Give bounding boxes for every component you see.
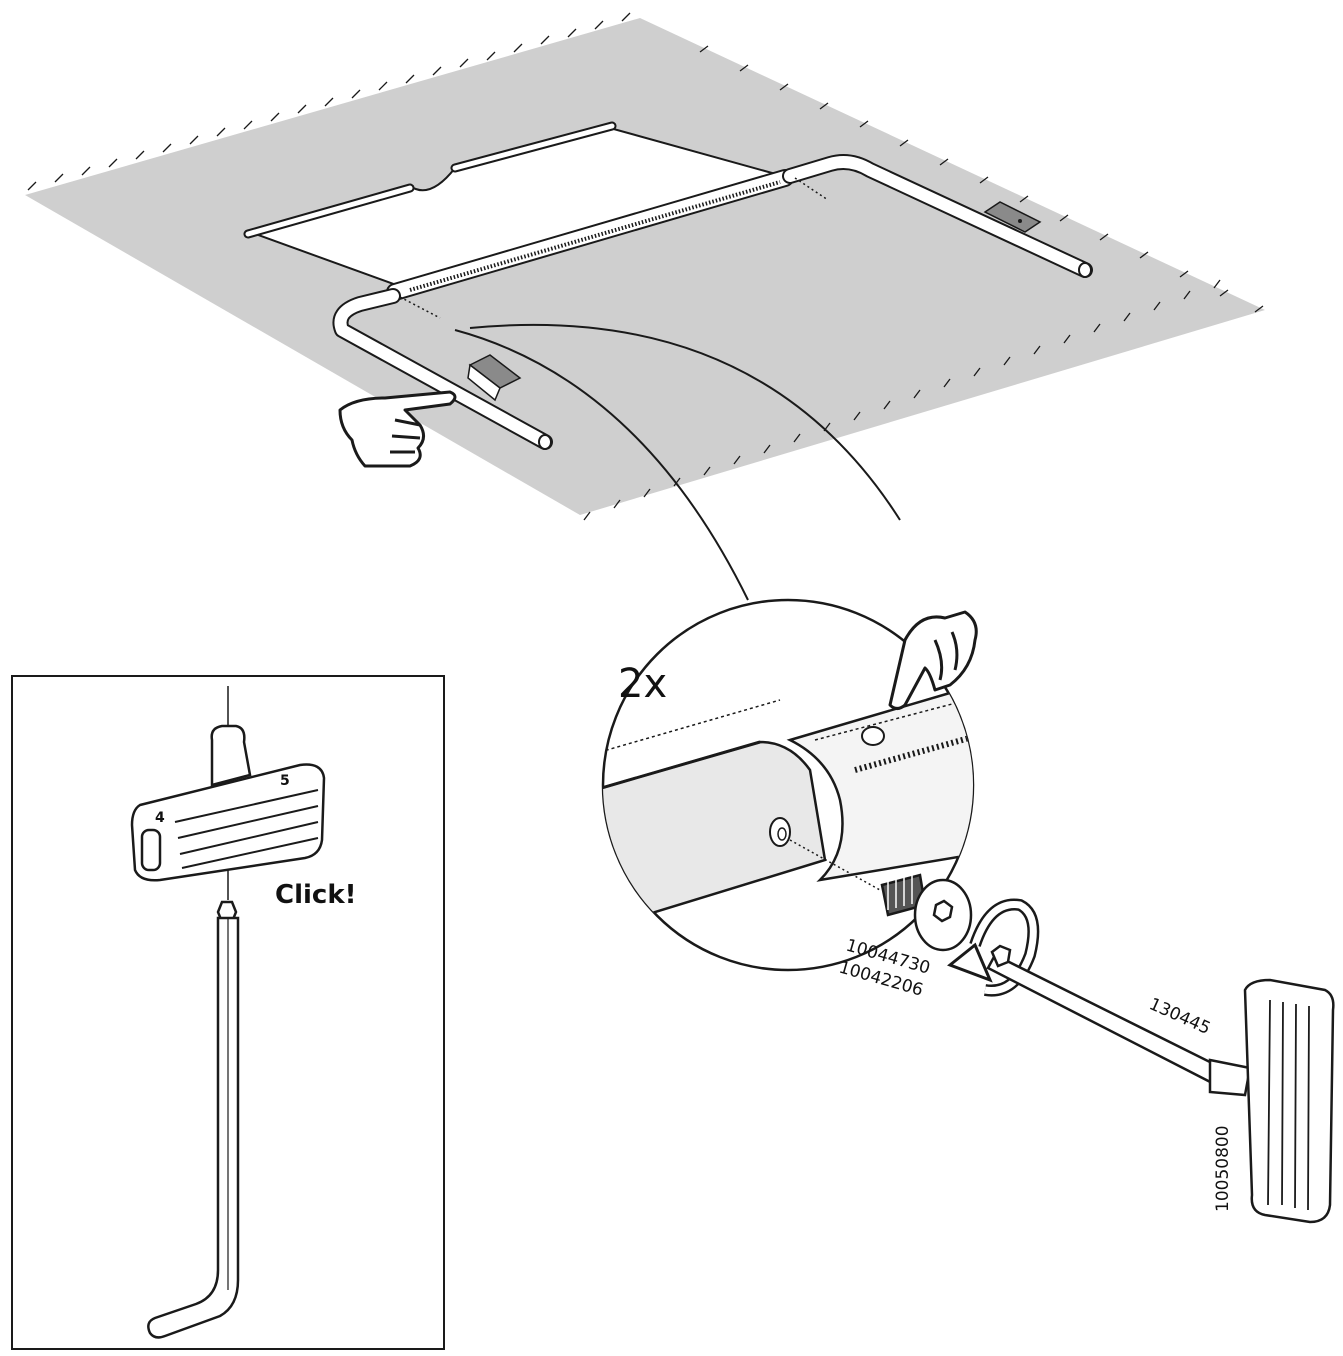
screw-part (880, 873, 973, 952)
bracket-right (983, 201, 1042, 233)
inset-panel: 4 5 Click! (11, 675, 445, 1350)
hex-key-tool (986, 944, 1252, 1097)
part-number-tool-handle: 10050800 (1213, 1125, 1233, 1212)
part-number-hex-key: 130445 (1146, 994, 1213, 1039)
roller-tube (386, 169, 794, 301)
screw-hole-markers (399, 177, 829, 319)
inset-tool-handle (130, 724, 326, 882)
ceiling-edge-ticks (27, 12, 1264, 521)
tool-size-mark-left: 4 (155, 810, 165, 826)
tool-size-mark-right: 5 (280, 773, 290, 789)
inset-hex-key (147, 900, 240, 1339)
pointing-hand-down-icon (888, 610, 978, 710)
quantity-label: 2x (618, 661, 667, 707)
left-rail (332, 288, 553, 450)
ceiling-panel (25, 12, 1265, 521)
right-rail (782, 154, 1093, 278)
bracket-left (467, 354, 522, 402)
tool-handle (1243, 978, 1335, 1224)
rotate-clockwise-icon (947, 898, 1040, 997)
ceiling-opening (243, 121, 794, 292)
click-label: Click! (275, 880, 356, 910)
pointing-hand-icon (338, 390, 457, 468)
detail-callout-connector (454, 323, 901, 601)
